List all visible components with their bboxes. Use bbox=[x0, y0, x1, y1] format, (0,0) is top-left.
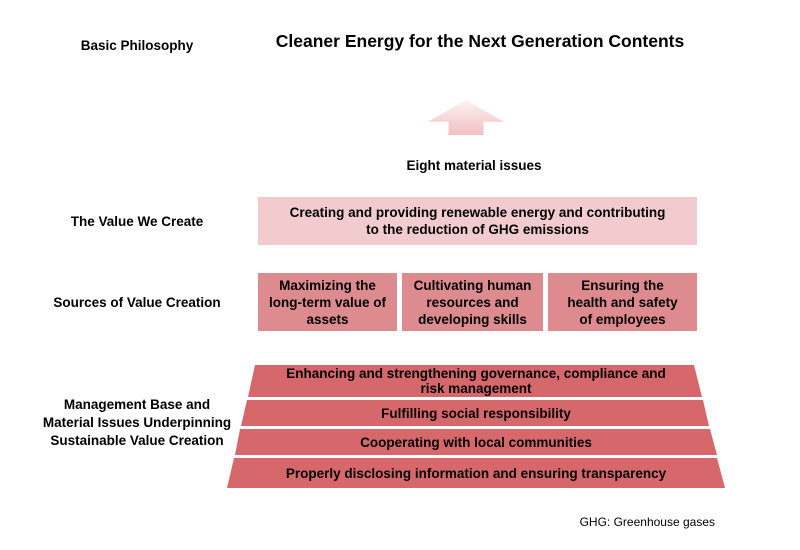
up-arrow-icon bbox=[428, 100, 504, 135]
source-box-text: Maximizing the long-term value of assets bbox=[268, 277, 386, 327]
value-box: Creating and providing renewable energy … bbox=[258, 197, 697, 245]
base-pyramid: Enhancing and strengthening governance, … bbox=[227, 365, 725, 488]
page-title: Cleaner Energy for the Next Generation C… bbox=[275, 31, 685, 51]
source-box-text: Ensuring the health and safety of employ… bbox=[567, 277, 678, 327]
eight-material-issues-label: Eight material issues bbox=[406, 158, 542, 173]
pyramid-row-social-responsibility: Fulfilling social responsibility bbox=[241, 400, 709, 426]
pyramid-row-text: Cooperating with local communities bbox=[360, 434, 592, 450]
management-base-line: Sustainable Value Creation bbox=[50, 433, 224, 448]
source-box-text: Cultivating human resources and developi… bbox=[413, 277, 532, 327]
value-box-text: Creating and providing renewable energy … bbox=[289, 205, 666, 237]
management-base-line: Material Issues Underpinning bbox=[42, 415, 232, 430]
pyramid-row-governance: Enhancing and strengthening governance, … bbox=[248, 365, 702, 397]
pyramid-row-transparency: Properly disclosing information and ensu… bbox=[227, 458, 725, 488]
source-box-human-resources: Cultivating human resources and developi… bbox=[402, 273, 543, 331]
source-box-assets: Maximizing the long-term value of assets bbox=[258, 273, 397, 331]
pyramid-row-text: Fulfilling social responsibility bbox=[381, 405, 571, 421]
management-base-line: Management Base and bbox=[63, 397, 211, 412]
management-base-label: Management Base and Material Issues Unde… bbox=[25, 396, 249, 450]
pyramid-row-text: Properly disclosing information and ensu… bbox=[285, 465, 667, 481]
basic-philosophy-label: Basic Philosophy bbox=[80, 37, 194, 53]
pyramid-row-local-communities: Cooperating with local communities bbox=[235, 429, 717, 455]
value-we-create-label: The Value We Create bbox=[70, 213, 204, 229]
sources-of-value-label: Sources of Value Creation bbox=[53, 294, 221, 310]
ghg-footnote: GHG: Greenhouse gases bbox=[579, 515, 715, 529]
pyramid-row-text: Enhancing and strengthening governance, … bbox=[286, 366, 666, 396]
source-box-health-safety: Ensuring the health and safety of employ… bbox=[548, 273, 697, 331]
